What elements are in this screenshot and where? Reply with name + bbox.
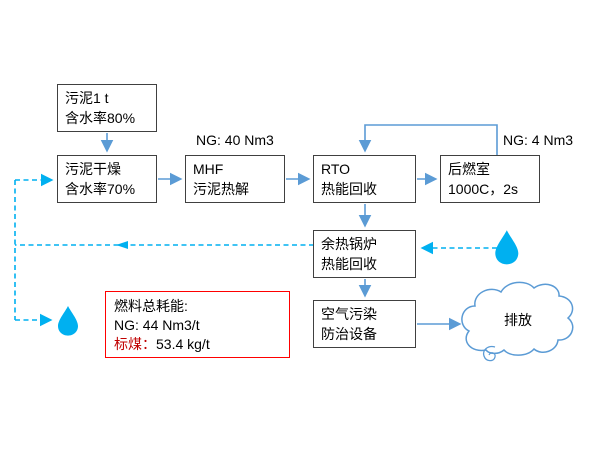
node-line: 污泥1 t — [65, 90, 109, 106]
node-rto: RTO 热能回收 — [313, 155, 416, 203]
node-line: 污泥热解 — [193, 181, 249, 197]
dashed-direction-arrow — [116, 241, 128, 249]
node-line: 余热锅炉 — [321, 236, 377, 252]
emission-cloud-shape — [461, 281, 574, 362]
node-line: 后燃室 — [448, 161, 490, 177]
node-air-pollution-control: 空气污染 防治设备 — [313, 300, 416, 348]
node-line: MHF — [193, 161, 224, 177]
node-line: 空气污染 — [321, 306, 377, 322]
fuel-summary-line: 标煤：53.4 kg/t — [114, 335, 281, 354]
node-sludge-input: 污泥1 t 含水率80% — [57, 84, 157, 132]
node-line: RTO — [321, 161, 351, 177]
cloud-curl-icon — [482, 345, 496, 362]
node-line: 热能回收 — [321, 181, 377, 197]
node-sludge-drying: 污泥干燥 含水率70% — [57, 155, 157, 203]
fuel-summary-coal-value: 53.4 kg/t — [156, 336, 210, 352]
cloud-outline — [461, 281, 574, 356]
fuel-summary-line: NG: 44 Nm3/t — [114, 316, 281, 335]
water-droplet-left — [58, 306, 78, 336]
node-mhf-pyrolysis: MHF 污泥热解 — [185, 155, 285, 203]
fuel-summary-coal-label: 标煤： — [114, 336, 156, 352]
ng-label-afterburner: NG: 4 Nm3 — [503, 132, 574, 148]
fuel-summary-line: 燃料总耗能: — [114, 297, 281, 316]
node-line: 含水率80% — [65, 110, 136, 126]
fuel-summary-ng: NG: 44 Nm3/t — [114, 317, 200, 333]
node-waste-heat-boiler: 余热锅炉 热能回收 — [313, 230, 416, 278]
node-line: 含水率70% — [65, 181, 136, 197]
node-line: 污泥干燥 — [65, 161, 121, 177]
water-droplet-right — [495, 230, 519, 265]
fuel-summary-title: 燃料总耗能: — [114, 298, 188, 314]
connector-afterburner-to-rto-return — [358, 124, 498, 155]
node-line: 防治设备 — [321, 326, 377, 342]
node-line: 1000C，2s — [448, 181, 519, 197]
node-afterburner: 后燃室 1000C，2s — [440, 155, 540, 203]
ng-label-mhf: NG: 40 Nm3 — [196, 132, 274, 148]
node-line: 热能回收 — [321, 256, 377, 272]
fuel-summary-box: 燃料总耗能: NG: 44 Nm3/t 标煤：53.4 kg/t — [105, 291, 290, 358]
emission-label: 排放 — [504, 312, 532, 328]
